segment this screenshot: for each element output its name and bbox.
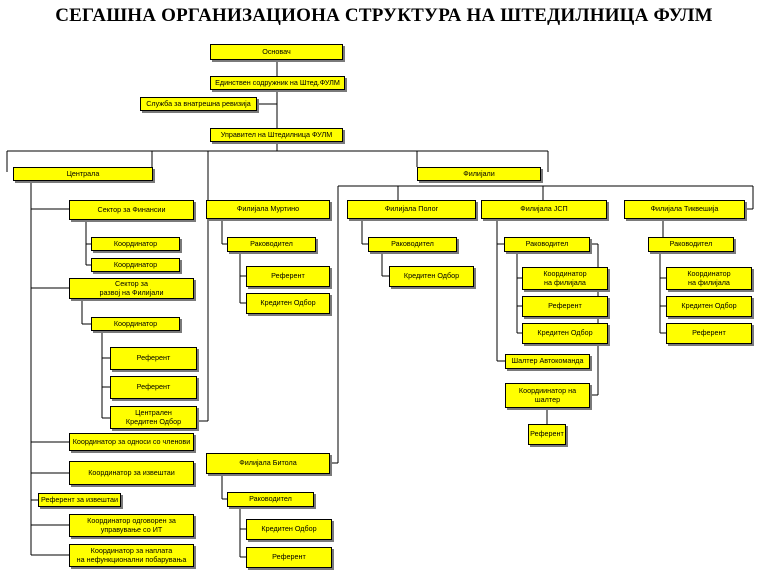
box-murtino-referent: Референт — [246, 266, 330, 287]
label-polog-rakovoditel: Раководител — [391, 239, 434, 249]
label-filijala-polog: Филијала Полог — [384, 204, 439, 214]
label-jsp-rakovoditel: Раководител — [525, 239, 569, 249]
label-bitola-rakovoditel: Раководител — [249, 494, 292, 504]
box-tikves-kreditn-odbor: Кредитен Одбор — [666, 296, 752, 317]
box-polog-kreditn-odbor: Кредитен Одбор — [389, 266, 474, 287]
box-koordinator-1: Координатор — [91, 237, 180, 251]
label-filijala-bitola: Филијала Битола — [239, 458, 297, 468]
label-tikves-referent: Референт — [692, 328, 726, 338]
label-koord-it: Координатор одговорен за управување со И… — [87, 516, 176, 534]
label-murtino-rakovoditel: Раководител — [250, 239, 293, 249]
label-tikves-rakovoditel: Раководител — [669, 239, 713, 249]
label-murtino-kreditn-odbor: Кредитен Одбор — [260, 298, 316, 308]
box-referent-izvestai: Референт за извештаи — [38, 493, 121, 507]
box-koord-it: Координатор одговорен за управување со И… — [69, 514, 194, 537]
label-polog-kreditn-odbor: Кредитен Одбор — [403, 271, 460, 281]
label-filijala-murtino: Филијала Муртино — [236, 204, 300, 214]
label-bitola-referent: Референт — [272, 552, 306, 562]
box-centrala: Централа — [13, 167, 153, 181]
label-koordinator-1: Координатор — [113, 238, 158, 248]
label-jsp-referent: Референт — [548, 301, 582, 311]
box-centralen-kreditn-odbor: Централен Кредитен Одбор — [110, 406, 197, 429]
box-jsp-referent-2: Референт — [528, 424, 566, 445]
label-bitola-kreditn-odbor: Кредитен Одбор — [261, 524, 317, 534]
box-koord-naplata: Координатор за наплата на нефункционални… — [69, 544, 194, 567]
label-tikves-kreditn-odbor: Кредитен Одбор — [681, 301, 737, 311]
label-filijala-jsp: Филијала ЈСП — [520, 204, 568, 214]
box-tikves-koordinator-filijala: Координатор на филијала — [666, 267, 752, 290]
box-referent-c2: Референт — [110, 376, 197, 399]
label-jsp-koordinator-filijala: Координатор на филијала — [543, 269, 587, 287]
label-edinstven-sodruznik: Единствен содружник на Штед.ФУЛМ — [215, 77, 340, 87]
label-jsp-kreditn-odbor: Кредитен Одбор — [537, 328, 593, 338]
box-vnatresna-revizija: Служба за внатрешна ревизија — [140, 97, 257, 111]
label-sektor-finansii: Сектор за Финансии — [97, 204, 166, 214]
box-bitola-referent: Референт — [246, 547, 332, 568]
label-centrala: Централа — [66, 168, 100, 178]
box-polog-rakovoditel: Раководител — [368, 237, 457, 252]
box-filijali: Филијали — [417, 167, 541, 181]
box-jsp-koordinator-shalter: Коордиинатор на шалтер — [505, 383, 590, 408]
box-bitola-rakovoditel: Раководител — [227, 492, 314, 507]
label-tikves-koordinator-filijala: Координатор на филијала — [687, 269, 731, 287]
label-koordinator-2: Координатор — [113, 259, 158, 269]
box-referent-c1: Референт — [110, 347, 197, 370]
box-koord-odnosi: Координатор за односи со членови — [69, 433, 194, 451]
label-jsp-referent-2: Референт — [530, 429, 564, 439]
box-koordinator-2: Координатор — [91, 258, 180, 272]
label-murtino-referent: Референт — [271, 271, 305, 281]
box-tikves-rakovoditel: Раководител — [648, 237, 734, 252]
label-osnovach: Основач — [262, 46, 291, 56]
label-jsp-shalter-avtokomanda: Шалтер Автокоманда — [511, 356, 584, 366]
label-koord-izvestai: Координатор за извештаи — [88, 467, 175, 477]
box-koord-izvestai: Координатор за извештаи — [69, 461, 194, 485]
box-murtino-rakovoditel: Раководител — [227, 237, 316, 252]
box-filijala-jsp: Филијала ЈСП — [481, 200, 607, 219]
box-jsp-rakovoditel: Раководител — [504, 237, 590, 252]
label-filijala-tikves: Филијала Тиквешија — [650, 204, 719, 214]
label-upravitel: Управител на Штедилница ФУЛМ — [220, 129, 333, 139]
box-filijala-polog: Филијала Полог — [347, 200, 476, 219]
box-sektor-razvoj: Сектор за развој на Филијали — [69, 278, 194, 299]
box-jsp-referent: Референт — [522, 296, 608, 317]
box-jsp-kreditn-odbor: Кредитен Одбор — [522, 323, 608, 344]
box-edinstven-sodruznik: Единствен содружник на Штед.ФУЛМ — [210, 76, 345, 90]
label-koord-odnosi: Координатор за односи со членови — [72, 436, 191, 446]
label-koord-naplata: Координатор за наплата на нефункционални… — [76, 546, 187, 564]
box-upravitel: Управител на Штедилница ФУЛМ — [210, 128, 343, 142]
label-referent-c2: Референт — [136, 382, 171, 392]
chart-title: СЕГАШНА ОРГАНИЗАЦИОНА СТРУКТУРА НА ШТЕДИ… — [55, 5, 713, 26]
box-osnovach: Основач — [210, 44, 343, 60]
box-filijala-murtino: Филијала Муртино — [206, 200, 330, 219]
box-filijala-bitola: Филијала Битола — [206, 453, 330, 474]
box-jsp-shalter-avtokomanda: Шалтер Автокоманда — [505, 354, 590, 369]
box-filijala-tikves: Филијала Тиквешија — [624, 200, 745, 219]
label-sektor-razvoj: Сектор за развој на Филијали — [99, 279, 164, 297]
label-vnatresna-revizija: Служба за внатрешна ревизија — [146, 98, 251, 108]
box-koordinator-3: Координатор — [91, 317, 180, 331]
label-jsp-koordinator-shalter: Коордиинатор на шалтер — [518, 386, 577, 404]
box-tikves-referent: Референт — [666, 323, 752, 344]
label-filijali: Филијали — [463, 168, 495, 178]
label-referent-c1: Референт — [136, 353, 171, 363]
box-murtino-kreditn-odbor: Кредитен Одбор — [246, 293, 330, 314]
label-centralen-kreditn-odbor: Централен Кредитен Одбор — [125, 408, 182, 426]
box-jsp-koordinator-filijala: Координатор на филијала — [522, 267, 608, 290]
box-sektor-finansii: Сектор за Финансии — [69, 200, 194, 220]
label-referent-izvestai: Референт за извештаи — [41, 494, 118, 504]
label-koordinator-3: Координатор — [113, 318, 158, 328]
box-bitola-kreditn-odbor: Кредитен Одбор — [246, 519, 332, 540]
